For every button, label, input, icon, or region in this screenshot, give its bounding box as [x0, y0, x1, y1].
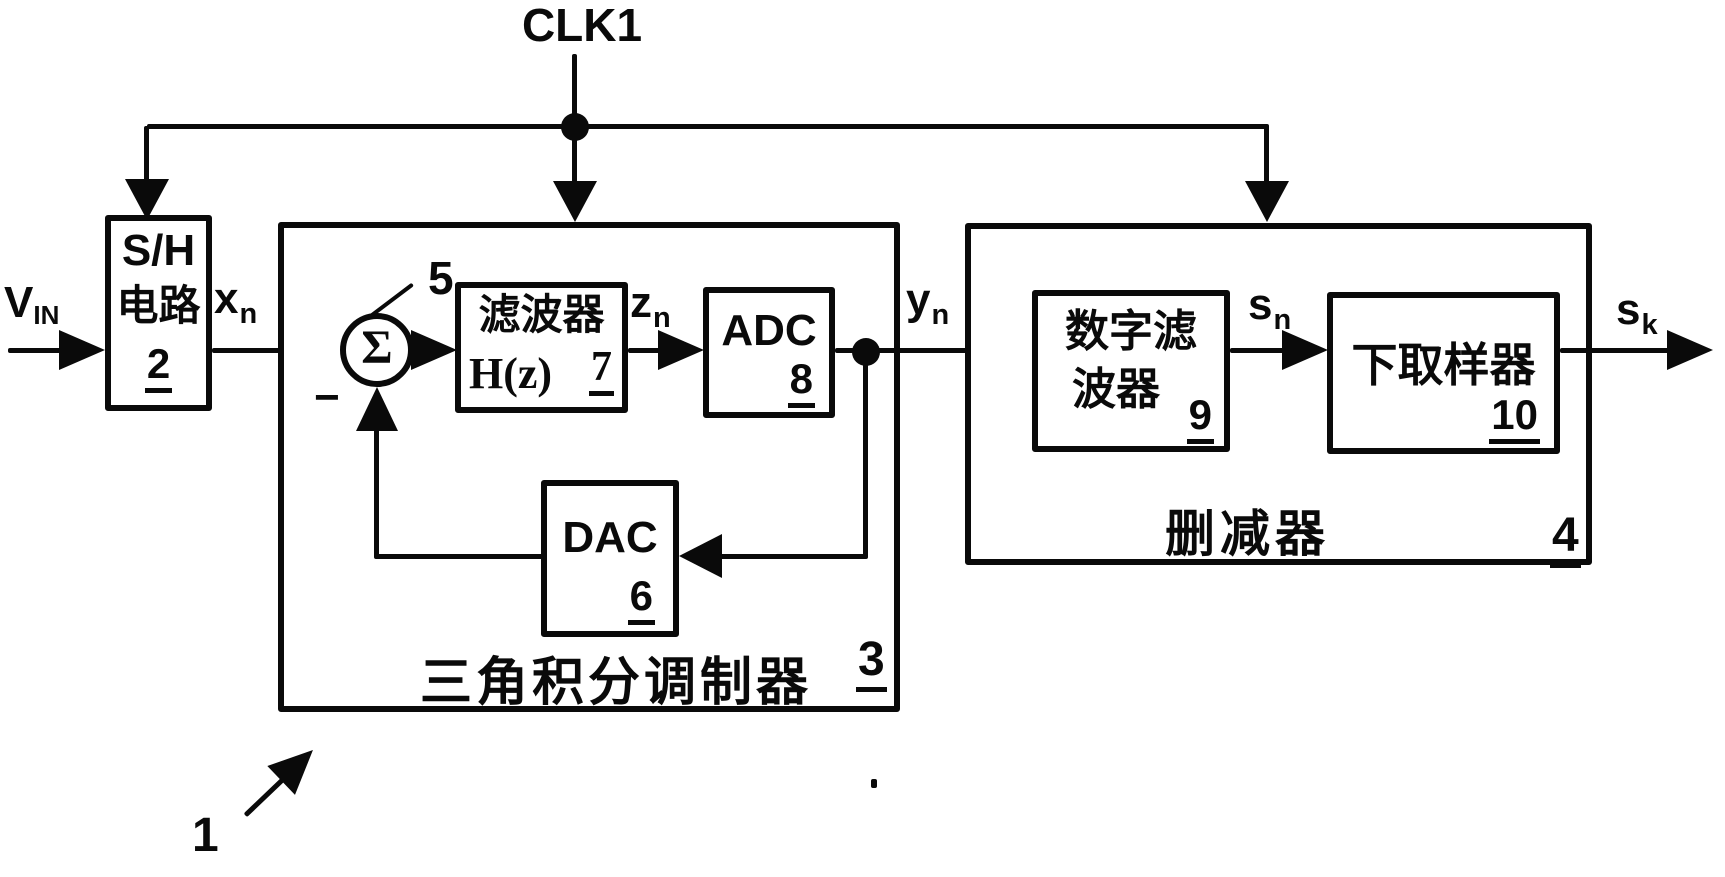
sh-to-summer-wire — [212, 348, 304, 353]
filter-ref: 7 — [589, 346, 614, 396]
xn-signal-label: xn — [214, 274, 257, 329]
modulator-ref: 3 — [856, 636, 887, 692]
dac-input-arrowhead — [679, 534, 722, 578]
sk-base: s — [1616, 285, 1641, 334]
sigma-symbol: Σ — [361, 321, 393, 374]
clk1-stem-wire — [572, 54, 577, 131]
loop-filter-block: 滤波器 H(z) 7 — [455, 282, 628, 413]
clock-drop-center-wire — [572, 126, 577, 184]
adc-label: ADC — [721, 306, 817, 355]
sn-base: s — [1248, 280, 1273, 329]
adc-output-wire — [835, 348, 992, 353]
xn-base: x — [214, 274, 239, 323]
clock-drop-right-wire — [1264, 126, 1269, 184]
output-wire — [1560, 348, 1672, 353]
filter-label-cn: 滤波器 — [478, 291, 605, 338]
sh-ref: 2 — [144, 343, 173, 393]
dac-block: DAC 6 — [541, 480, 679, 637]
clock-arrow-into-modulator — [553, 181, 597, 222]
zn-base: z — [630, 278, 652, 327]
digital-filter-label-line1: 数字滤 — [1065, 307, 1197, 356]
filter-to-adc-wire — [628, 348, 664, 353]
sample-hold-block: S/H 电路 2 — [105, 215, 212, 411]
sn-signal-label: sn — [1248, 280, 1291, 335]
summer-feedback-arrowhead — [356, 387, 398, 431]
digital-filter-block: 数字滤 波器 9 — [1032, 290, 1230, 452]
feedback-to-dac-wire — [718, 554, 868, 559]
clk1-label: CLK1 — [521, 0, 643, 51]
figure-ref-label: 1 — [192, 809, 219, 862]
modulator-label: 三角积分调制器 — [420, 654, 813, 712]
adc-ref: 8 — [787, 358, 815, 408]
yn-base: y — [906, 275, 931, 324]
digital-filter-label-line2: 波器 — [1072, 365, 1160, 414]
vin-wire — [8, 348, 66, 353]
yn-sub: n — [931, 299, 950, 331]
vin-sub: IN — [33, 300, 60, 330]
adc-block: ADC 8 — [703, 287, 835, 418]
scan-speck — [871, 779, 877, 788]
clock-arrow-into-decimator — [1245, 181, 1289, 222]
dac-to-summer-wire — [375, 554, 543, 559]
clock-bus-wire — [147, 124, 1269, 129]
figure-pointer-arrow — [242, 735, 327, 818]
vin-base: V — [4, 278, 34, 327]
downsampler-input-arrowhead — [1282, 330, 1328, 370]
output-arrowhead — [1667, 330, 1713, 370]
summer-ref: 5 — [428, 252, 454, 304]
feedback-up-wire — [374, 428, 379, 559]
sh-label: S/H — [121, 226, 196, 275]
summing-junction: Σ — [340, 313, 414, 387]
zn-sub: n — [653, 302, 671, 334]
yn-signal-label: yn — [906, 275, 949, 330]
filter-formula: H(z) — [469, 349, 553, 398]
vin-arrowhead — [59, 330, 105, 370]
digital-filter-ref: 9 — [1186, 394, 1214, 444]
downsampler-block: 下取样器 10 — [1327, 292, 1560, 454]
downsampler-ref: 10 — [1489, 394, 1540, 444]
sk-sub: k — [1641, 309, 1658, 341]
xn-sub: n — [239, 298, 258, 330]
sk-signal-label: sk — [1616, 285, 1658, 340]
clock-drop-left-wire — [144, 126, 149, 182]
filter-to-adc-arrowhead — [658, 330, 704, 370]
downsampler-label: 下取样器 — [1351, 339, 1536, 391]
dac-label: DAC — [562, 513, 658, 562]
filter-to-downsampler-wire — [1230, 348, 1286, 353]
clock-arrow-into-sh — [125, 179, 169, 220]
decimator-ref: 4 — [1550, 512, 1581, 568]
decimator-label: 删减器 — [1165, 506, 1330, 562]
feedback-vertical-wire — [863, 352, 868, 558]
dac-ref: 6 — [627, 575, 655, 625]
summer-to-filter-arrowhead — [411, 330, 457, 370]
sn-sub: n — [1273, 304, 1292, 336]
zn-signal-label: zn — [630, 278, 671, 333]
sh-label-cn: 电路 — [116, 282, 201, 329]
summer-minus-sign: − — [314, 373, 340, 422]
vin-signal-label: VIN — [4, 278, 59, 329]
